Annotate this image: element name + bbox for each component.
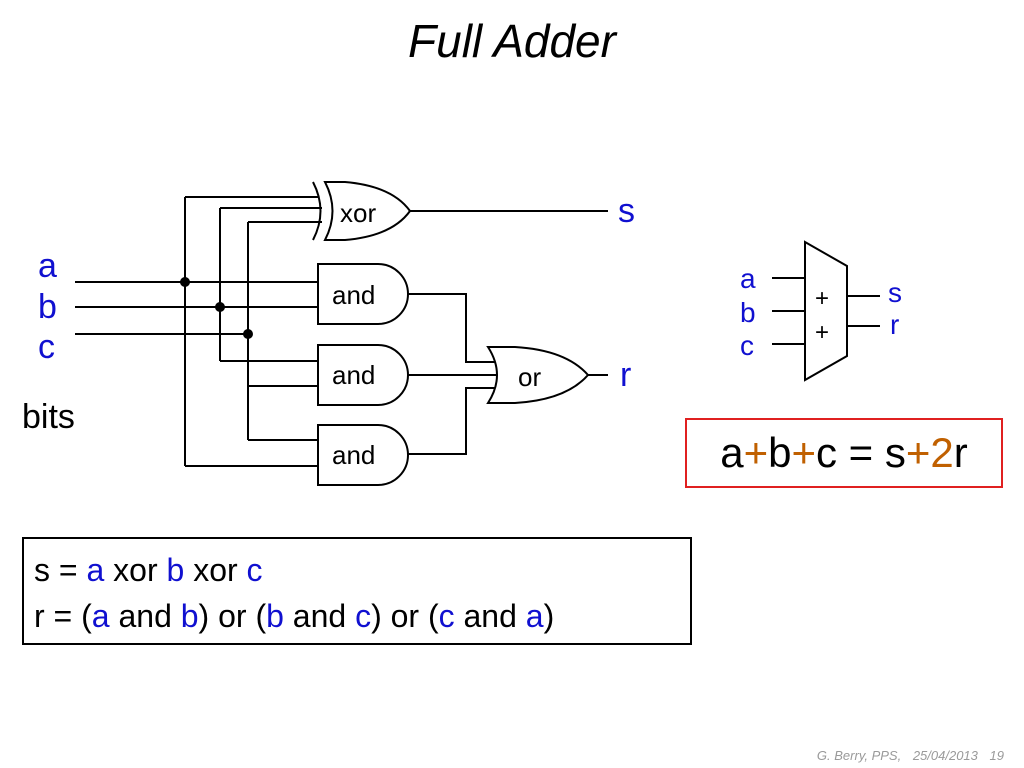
equation-carry-token: b	[180, 598, 199, 634]
or-gate	[486, 346, 590, 404]
and-gate-3	[317, 424, 409, 486]
equations-box: s = a xor b xor c r = (a and b) or (b an…	[22, 537, 692, 645]
junction-c	[243, 329, 253, 339]
equation-carry-token: b	[266, 598, 284, 634]
input-label-c: c	[38, 328, 55, 366]
sum-formula-token: 2	[930, 429, 954, 476]
footer-page: 19	[989, 748, 1004, 763]
equation-sum-token: b	[166, 552, 185, 588]
symbol-input-b: b	[740, 297, 756, 328]
symbol-output-r: r	[890, 309, 899, 340]
adder-symbol	[772, 240, 880, 382]
and-gate-3-label: and	[332, 440, 375, 470]
equation-sum-token: c	[246, 552, 263, 588]
slide-footer: G. Berry, PPS, 25/04/2013 19	[809, 748, 1004, 763]
equation-carry-token: r	[34, 598, 54, 634]
and-gate-1-label: and	[332, 280, 375, 310]
equation-carry-token: =	[53, 598, 73, 634]
sum-formula-token: a	[720, 429, 744, 476]
equation-carry-token: a	[525, 598, 544, 634]
sum-formula-token: r	[953, 429, 968, 476]
output-label-r: r	[620, 356, 631, 394]
equation-sum-token: a	[86, 552, 105, 588]
sum-formula-token: +	[743, 429, 769, 476]
equation-sum: s = a xor b xor c	[34, 547, 690, 593]
footer-author: G. Berry, PPS,	[816, 748, 902, 763]
equation-carry-token: )	[543, 598, 555, 634]
equation-carry: r = (a and b) or (b and c) or (c and a)	[34, 593, 690, 639]
equation-carry-token: ) or (	[198, 598, 267, 634]
and-gate-2	[317, 344, 409, 406]
equation-sum-token: =	[58, 552, 78, 588]
xor-gate-label: xor	[340, 198, 376, 228]
sum-formula-token: s	[884, 429, 906, 476]
bits-caption: bits	[22, 398, 75, 436]
equation-sum-token: xor	[184, 552, 247, 588]
equation-carry-token: c	[438, 598, 455, 634]
equation-carry-token: and	[109, 598, 181, 634]
symbol-input-c: c	[740, 330, 754, 361]
equation-carry-token: c	[355, 598, 372, 634]
sum-formula-token: =	[837, 429, 885, 476]
sum-formula-token: b	[768, 429, 792, 476]
and-gate-1	[317, 263, 409, 325]
equation-carry-token: and	[283, 598, 356, 634]
symbol-plus-2: +	[815, 319, 829, 346]
equation-sum-token: xor	[104, 552, 167, 588]
equation-carry-token: a	[91, 598, 110, 634]
equation-carry-token: and	[454, 598, 526, 634]
sum-formula-token: +	[905, 429, 931, 476]
symbol-plus-1: +	[815, 285, 829, 312]
equation-sum-token: s	[34, 552, 59, 588]
junction-a	[180, 277, 190, 287]
sum-formula-token: +	[791, 429, 816, 476]
xor-gate	[312, 181, 322, 241]
output-label-s: s	[618, 192, 635, 230]
equation-carry-token: ) or (	[371, 598, 439, 634]
sum-formula-token: c	[816, 429, 837, 476]
input-label-b: b	[38, 288, 57, 326]
footer-date: 25/04/2013	[912, 748, 978, 763]
symbol-input-a: a	[740, 263, 756, 294]
sum-formula: a+b+c = s+2r	[720, 429, 968, 476]
junction-b	[215, 302, 225, 312]
slide-title: Full Adder	[408, 15, 616, 67]
input-label-a: a	[38, 247, 57, 285]
symbol-output-s: s	[888, 277, 902, 308]
sum-formula-box: a+b+c = s+2r	[685, 418, 1003, 488]
or-gate-label: or	[518, 362, 541, 392]
and-gate-2-label: and	[332, 360, 375, 390]
equation-carry-token: (	[72, 598, 92, 634]
